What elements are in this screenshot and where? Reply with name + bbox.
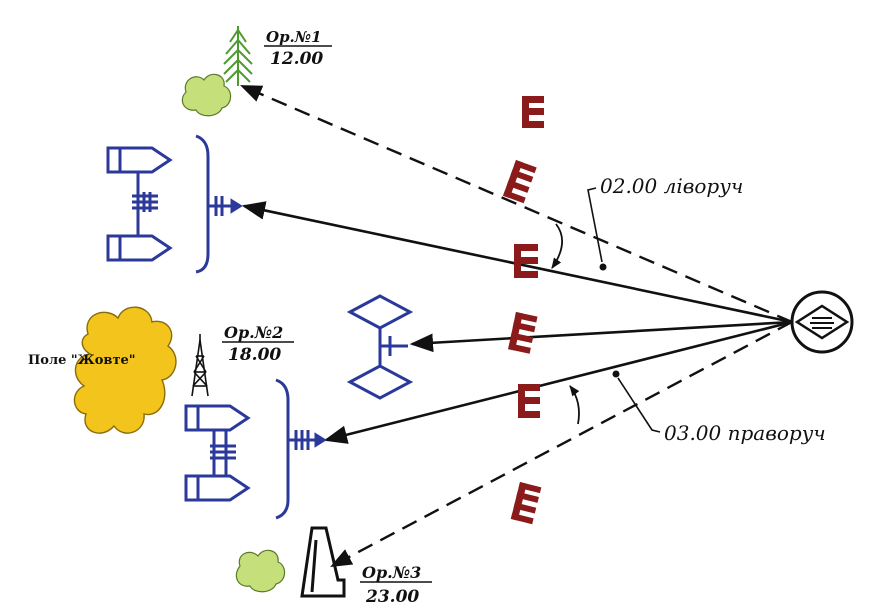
enemy-obstacle-mark <box>518 384 540 418</box>
enemy-obstacle-mark <box>510 482 542 525</box>
angle-arc-right <box>569 385 580 425</box>
field-label: Поле "Жовте" <box>28 353 136 368</box>
observation-post-icon <box>790 290 854 354</box>
landmark-2-direction: 18.00 <box>228 345 281 365</box>
angle-arc-left <box>551 223 563 269</box>
lattice-tower-icon <box>191 334 209 397</box>
enemy-obstacles <box>503 96 544 525</box>
enemy-obstacle-mark <box>522 96 544 128</box>
friendly-unit-upper <box>106 134 243 274</box>
direction-line-middle <box>409 320 793 353</box>
landmark-2-name: Ор.№2 <box>224 323 283 342</box>
landmark-3-direction: 23.00 <box>365 587 419 607</box>
landmark-3-label: Ор.№3 23.00 <box>360 563 432 607</box>
landmark-1-name: Ор.№1 <box>266 28 322 46</box>
landmark-3-name: Ор.№3 <box>362 563 421 582</box>
dashed-line-landmark-1 <box>240 84 793 324</box>
field-area <box>73 306 177 434</box>
tree-icon <box>223 26 253 86</box>
friendly-unit-middle <box>346 294 414 400</box>
bush-icon <box>235 549 286 593</box>
enemy-obstacle-mark <box>508 312 538 354</box>
landmark-2-label: Ор.№2 18.00 <box>222 323 294 365</box>
enemy-obstacle-mark <box>514 244 538 278</box>
bush-icon <box>181 73 232 117</box>
direction-line-lower <box>323 320 793 444</box>
chimney-icon <box>300 526 346 598</box>
friendly-unit-lower <box>184 378 327 520</box>
annotation-left-leader <box>587 187 607 271</box>
landmark-1-label: Ор.№1 12.00 <box>264 28 332 69</box>
dashed-line-landmark-3 <box>330 320 793 568</box>
annotation-left-turn: 02.00 ліворуч <box>600 174 743 198</box>
annotation-right-turn: 03.00 праворуч <box>664 421 826 445</box>
landmark-1-direction: 12.00 <box>270 49 323 69</box>
annotation-right-leader <box>612 370 661 433</box>
enemy-obstacle-mark <box>503 160 537 204</box>
